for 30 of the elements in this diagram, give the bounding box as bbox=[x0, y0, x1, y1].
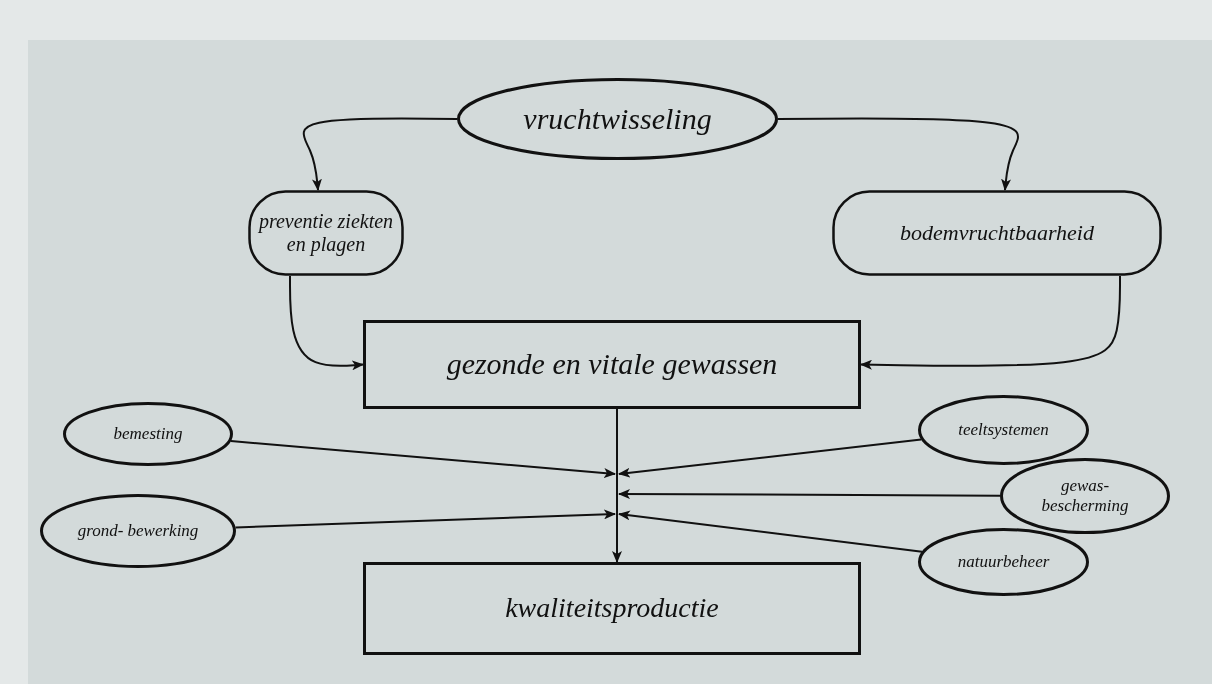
arrow bbox=[289, 275, 364, 371]
ellipse-node bbox=[918, 528, 1089, 596]
ellipse-node bbox=[40, 494, 236, 568]
arrow bbox=[860, 275, 1121, 370]
arrow bbox=[618, 438, 923, 478]
arrow bbox=[234, 509, 616, 529]
node-label: vruchtwisseling bbox=[523, 101, 712, 137]
node-label: preventie ziekten en plagen bbox=[257, 210, 395, 256]
ellipse-node bbox=[1000, 458, 1170, 534]
ellipse-node bbox=[457, 78, 778, 160]
arrow bbox=[618, 510, 923, 553]
ellipse-node bbox=[63, 402, 233, 466]
arrow bbox=[777, 117, 1019, 191]
rounded-box bbox=[248, 190, 404, 276]
arrow bbox=[618, 489, 1001, 500]
node-label: grond- bewerking bbox=[77, 521, 199, 541]
process-box bbox=[363, 562, 861, 655]
arrow bbox=[302, 117, 458, 191]
process-box bbox=[363, 320, 861, 409]
node-label: bodemvruchtbaarheid bbox=[900, 220, 1094, 246]
arrow bbox=[229, 440, 616, 479]
node-label: teeltsystemen bbox=[958, 420, 1049, 440]
arrow bbox=[612, 408, 622, 563]
node-label: natuurbeheer bbox=[957, 552, 1050, 572]
node-label: gewas- bescherming bbox=[1040, 476, 1130, 516]
node-label: gezonde en vitale gewassen bbox=[446, 347, 778, 382]
rounded-box bbox=[832, 190, 1162, 276]
node-label: kwaliteitsproductie bbox=[505, 592, 719, 625]
node-label: bemesting bbox=[113, 424, 183, 444]
ellipse-node bbox=[918, 395, 1089, 465]
